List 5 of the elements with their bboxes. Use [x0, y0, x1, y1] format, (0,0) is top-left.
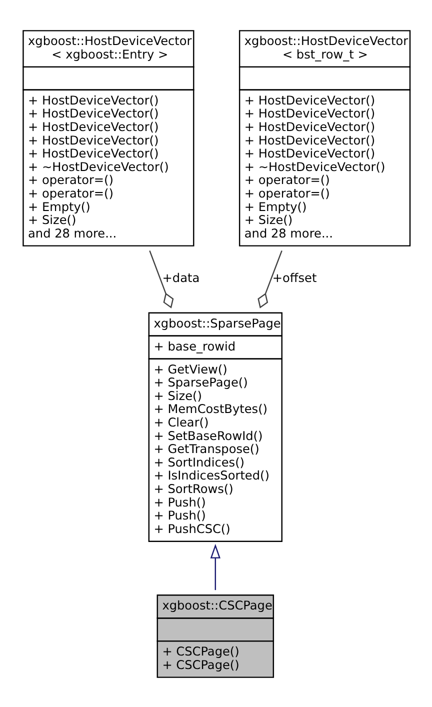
edge-label: +offset	[272, 270, 317, 285]
connector	[149, 250, 174, 308]
arrow	[210, 543, 220, 590]
connector	[258, 250, 282, 308]
edge-label: +data	[162, 270, 200, 285]
